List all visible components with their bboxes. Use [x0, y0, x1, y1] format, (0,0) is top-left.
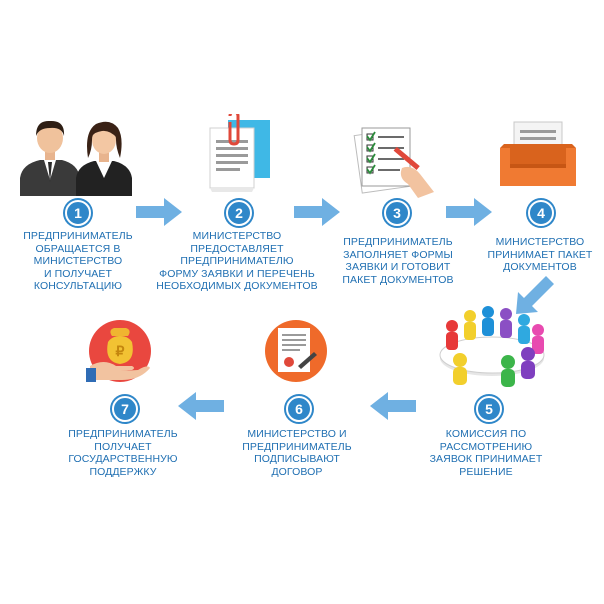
- documents-icon: [209, 114, 270, 192]
- step-4-line: ДОКУМЕНТОВ: [503, 261, 577, 273]
- arrow-left-5-6: [370, 392, 416, 420]
- step-7-caption: ПРЕДПРИНИМАТЕЛЬ ПОЛУЧАЕТ ГОСУДАРСТВЕННУЮ…: [56, 428, 190, 478]
- step-4-number: 4: [528, 200, 554, 226]
- step-5-line: РЕШЕНИЕ: [459, 465, 513, 478]
- step-3-number: 3: [384, 200, 410, 226]
- step-6-number: 6: [286, 396, 312, 422]
- checklist-icon: [353, 127, 434, 198]
- step-3-caption: ПРЕДПРИНИМАТЕЛЬ ЗАПОЛНЯЕТ ФОРМЫ ЗАЯВКИ И…: [330, 236, 466, 286]
- step-3-line: ЗАЯВКИ И ГОТОВИТ: [345, 261, 451, 273]
- step-5-line: КОМИССИЯ ПО: [445, 428, 527, 440]
- step-4-caption: МИНИСТЕРСТВО ПРИНИМАЕТ ПАКЕТ ДОКУМЕНТОВ: [478, 236, 602, 274]
- step-5-caption: КОМИССИЯ ПО РАССМОТРЕНИЮ ЗАЯВОК ПРИНИМАЕ…: [424, 428, 548, 478]
- step-2-line: НЕОБХОДИМЫХ ДОКУМЕНТОВ: [156, 280, 318, 292]
- step-3-line: ПАКЕТ ДОКУМЕНТОВ: [342, 273, 454, 286]
- step-6-line: ПРЕДПРИНИМАТЕЛЬ: [242, 440, 352, 453]
- step-3-line: ПРЕДПРИНИМАТЕЛЬ: [343, 236, 453, 248]
- step-5-number: 5: [476, 396, 502, 422]
- step-7-line: ПОЛУЧАЕТ: [94, 440, 152, 453]
- step-6-line: ДОГОВОР: [271, 465, 323, 478]
- inbox-tray-icon: [500, 121, 576, 186]
- arrow-right-3-4: [446, 198, 492, 226]
- step-6-caption: МИНИСТЕРСТВО И ПРЕДПРИНИМАТЕЛЬ ПОДПИСЫВА…: [232, 428, 362, 478]
- step-4-line: МИНИСТЕРСТВО: [495, 236, 585, 248]
- step-5-line: РАССМОТРЕНИЮ: [439, 440, 533, 453]
- entrepreneurs-icon: [20, 120, 132, 196]
- step-4-line: ПРИНИМАЕТ ПАКЕТ: [487, 248, 593, 261]
- step-6-line: ПОДПИСЫВАЮТ: [254, 453, 340, 465]
- step-5-line: ЗАЯВОК ПРИНИМАЕТ: [429, 453, 543, 465]
- step-2-number: 2: [226, 200, 252, 226]
- money-bag-hand-icon: ₽: [86, 320, 151, 382]
- step-3-line: ЗАПОЛНЯЕТ ФОРМЫ: [343, 248, 453, 261]
- step-7-line: ПРЕДПРИНИМАТЕЛЬ: [68, 428, 178, 440]
- step-1-number: 1: [65, 200, 91, 226]
- step-1-line: И ПОЛУЧАЕТ: [43, 267, 113, 280]
- arrow-right-1-2: [136, 198, 182, 226]
- step-7-line: ГОСУДАРСТВЕННУЮ: [68, 453, 178, 465]
- arrow-down-left-4-5: [516, 276, 554, 314]
- step-2-line: МИНИСТЕРСТВО: [192, 230, 282, 242]
- step-1-line: КОНСУЛЬТАЦИЮ: [33, 280, 123, 292]
- step-2-line: ФОРМУ ЗАЯВКИ И ПЕРЕЧЕНЬ: [159, 267, 315, 280]
- step-1-caption: ПРЕДПРИНИМАТЕЛЬ ОБРАЩАЕТСЯ В МИНИСТЕРСТВ…: [8, 230, 148, 293]
- arrow-right-2-3: [294, 198, 340, 226]
- step-7-number: 7: [112, 396, 138, 422]
- step-2-line: ПРЕДПРИНИМАТЕЛЮ: [180, 255, 294, 267]
- contract-icon: [265, 320, 327, 382]
- svg-text:₽: ₽: [116, 343, 125, 359]
- commission-meeting-icon: [439, 306, 545, 387]
- step-1-line: ПРЕДПРИНИМАТЕЛЬ: [23, 230, 133, 242]
- step-7-line: ПОДДЕРЖКУ: [89, 465, 157, 478]
- step-1-line: ОБРАЩАЕТСЯ В: [35, 242, 121, 255]
- step-2-caption: МИНИСТЕРСТВО ПРЕДОСТАВЛЯЕТ ПРЕДПРИНИМАТЕ…: [154, 230, 320, 293]
- arrow-left-6-7: [178, 392, 224, 420]
- step-6-line: МИНИСТЕРСТВО И: [247, 428, 347, 440]
- step-1-line: МИНИСТЕРСТВО: [33, 255, 123, 267]
- step-2-line: ПРЕДОСТАВЛЯЕТ: [190, 242, 284, 255]
